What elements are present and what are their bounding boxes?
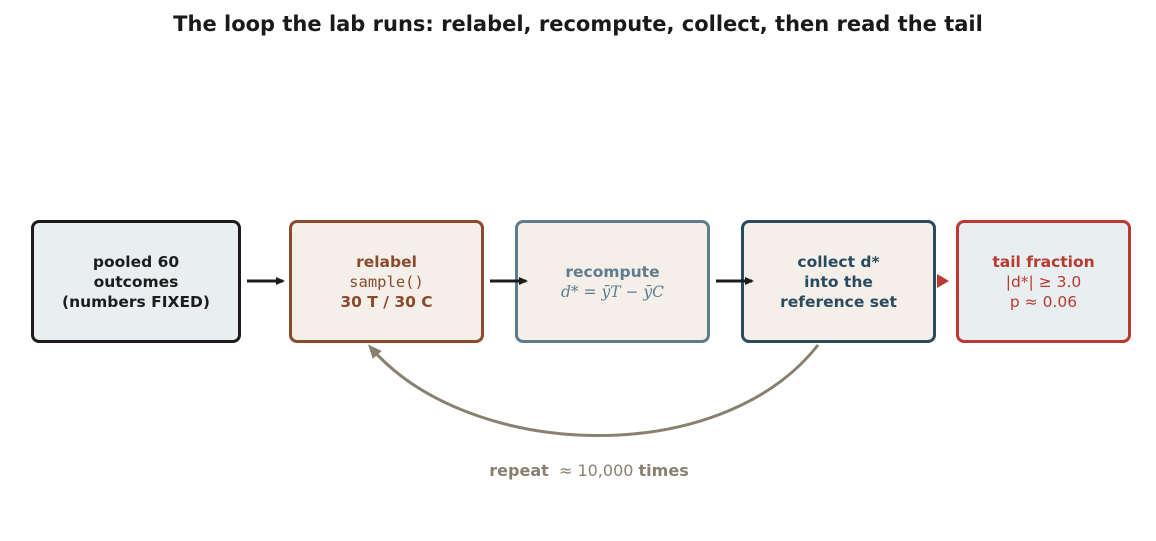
tail-line-3: p ≈ 0.06	[1009, 292, 1078, 311]
pooled-outcomes-box: pooled 60 outcomes (numbers FIXED)	[31, 220, 241, 343]
relabel-line-1: relabel	[356, 252, 417, 271]
collect-line-3: reference set	[780, 292, 897, 311]
repeat-word: repeat	[489, 461, 549, 480]
relabel-box: relabel sample() 30 T / 30 C	[289, 220, 484, 343]
loop-back-arrow	[368, 344, 820, 437]
tail-line-2: |d*| ≥ 3.0	[1005, 272, 1082, 291]
pooled-line-3: (numbers FIXED)	[61, 292, 211, 311]
repeat-suffix: times	[638, 461, 689, 480]
tail-line-1: tail fraction	[992, 252, 1095, 271]
pooled-line-1: pooled 60	[92, 252, 180, 271]
repeat-label: repeat ≈ 10,000 times	[0, 461, 1156, 480]
recompute-formula: d* = ȳT − ȳC	[560, 282, 665, 301]
recompute-line-1: recompute	[565, 262, 660, 281]
diagram-title: The loop the lab runs: relabel, recomput…	[173, 12, 983, 36]
collect-line-1: collect d*	[797, 252, 880, 271]
tail-fraction-box: tail fraction |d*| ≥ 3.0 p ≈ 0.06	[956, 220, 1131, 343]
arrow-collect-to-tail	[937, 274, 949, 288]
recompute-box: recompute d* = ȳT − ȳC	[515, 220, 710, 343]
relabel-code: sample()	[349, 272, 424, 291]
collect-line-2: into the	[804, 272, 873, 291]
pooled-line-2: outcomes	[93, 272, 179, 291]
relabel-line-3: 30 T / 30 C	[340, 292, 433, 311]
repeat-count: ≈ 10,000	[558, 461, 634, 480]
